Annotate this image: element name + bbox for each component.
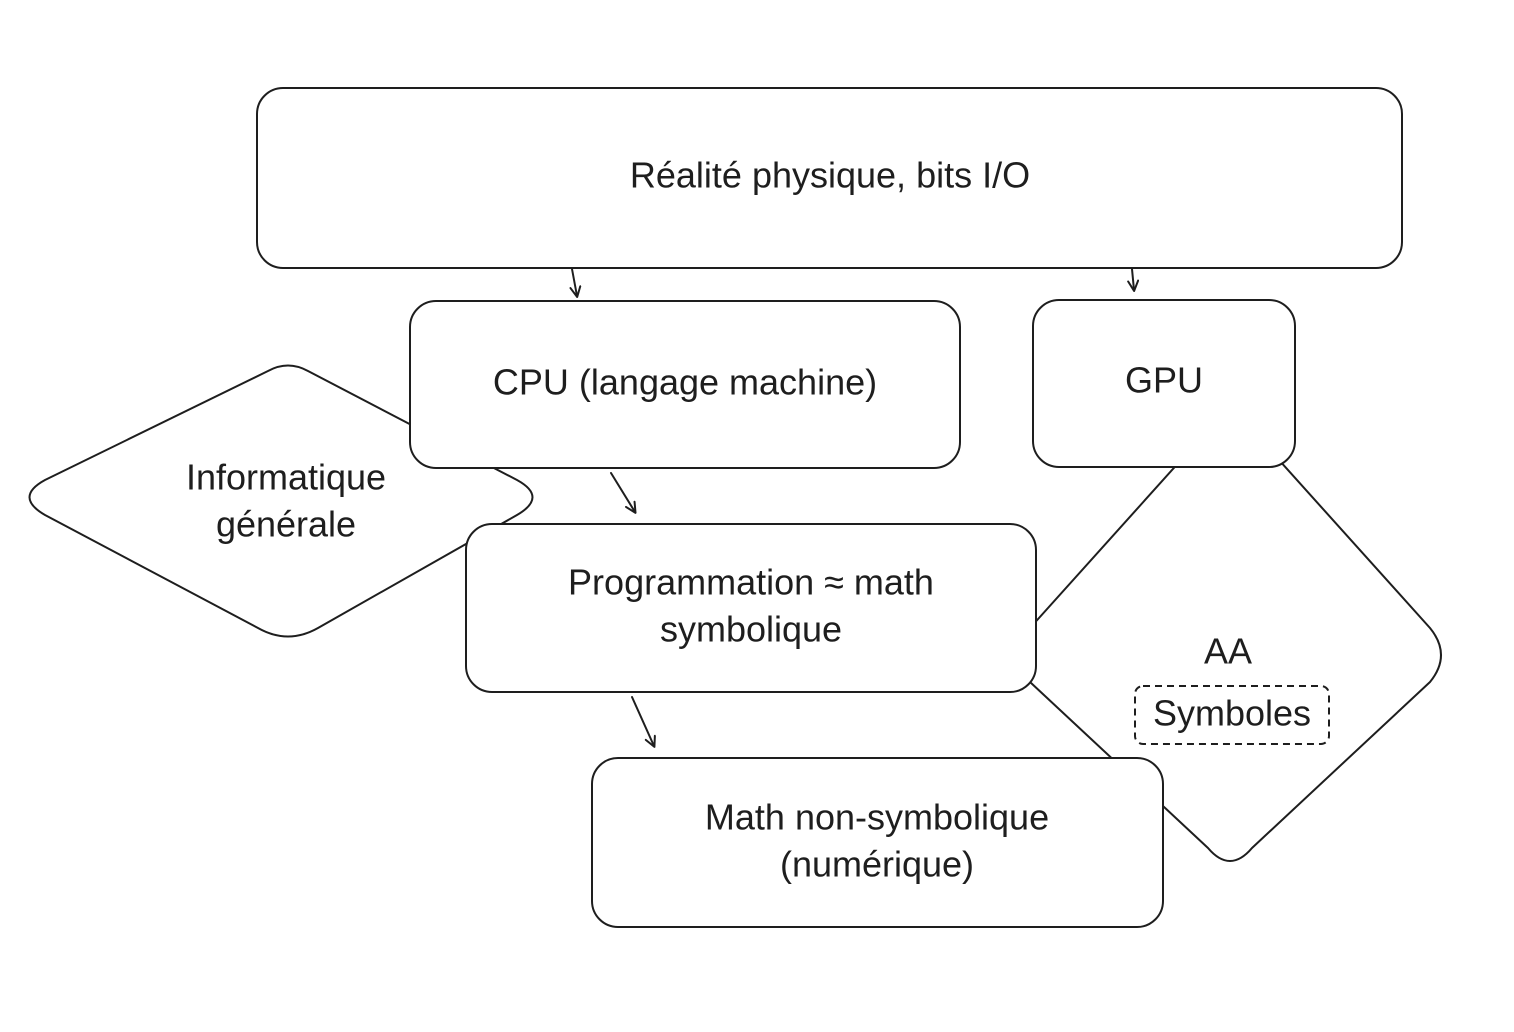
reality-node-box[interactable] — [256, 87, 1403, 269]
informatique-label-line1: Informatique — [186, 457, 386, 498]
cpu-node-box[interactable] — [409, 300, 961, 469]
arrow-cpu-to-programmation[interactable] — [610, 472, 637, 514]
math-numeric-node-box[interactable] — [591, 757, 1164, 928]
reality-label: Réalité physique, bits I/O — [630, 155, 1030, 196]
symboles-dashed-box[interactable] — [1134, 685, 1330, 745]
aa-label: AA — [1204, 631, 1252, 672]
programmation-label-line2: symbolique — [660, 609, 842, 650]
gpu-label: GPU — [1125, 360, 1203, 401]
arrow-reality-to-gpu[interactable] — [1127, 268, 1140, 292]
arrow-programmation-to-math[interactable] — [631, 696, 656, 748]
math-numeric-label-line1: Math non-symbolique — [705, 797, 1049, 838]
arrow-reality-to-cpu[interactable] — [569, 268, 582, 298]
math-numeric-label-line2: (numérique) — [780, 844, 974, 885]
programmation-label-line1: Programmation ≈ math — [568, 562, 934, 603]
cpu-label: CPU (langage machine) — [493, 362, 877, 403]
gpu-node-box[interactable] — [1032, 299, 1296, 468]
informatique-generale-diamond[interactable] — [28, 364, 534, 638]
informatique-label-line2: générale — [216, 504, 356, 545]
programmation-node-box[interactable] — [465, 523, 1037, 693]
symboles-label: Symboles — [1153, 693, 1311, 734]
